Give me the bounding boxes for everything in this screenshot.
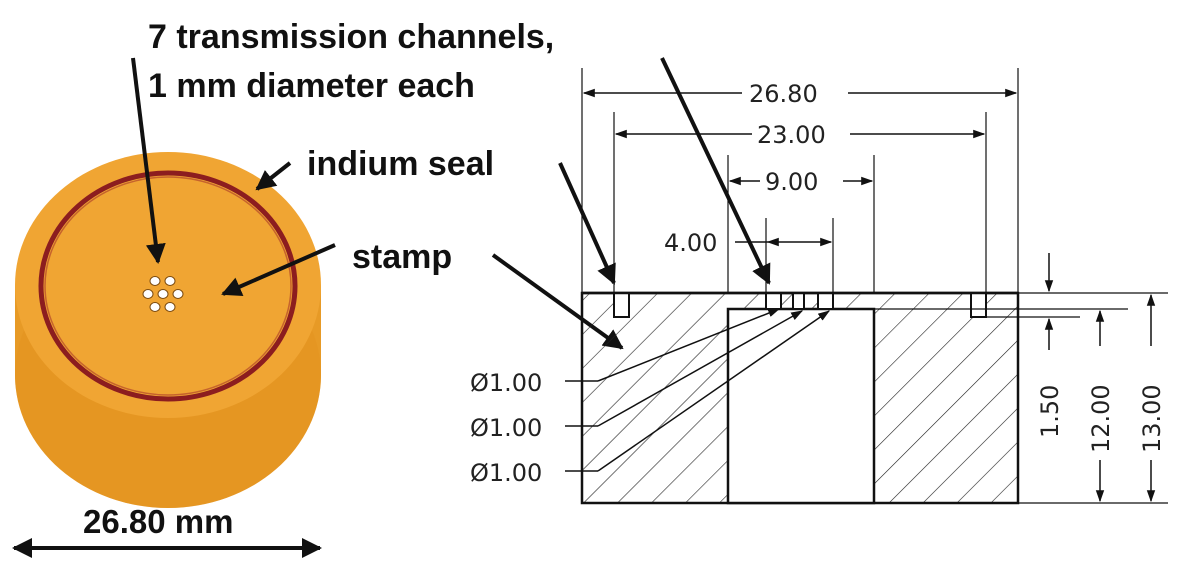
dim-1-50-label: 1.50 [1036, 385, 1064, 438]
dim-23-00-label: 23.00 [757, 121, 826, 149]
stamp-3d-render [15, 152, 321, 508]
stamp-cavity [726, 307, 876, 505]
channels-leader-render [131, 57, 166, 264]
channels-leader-section [660, 57, 771, 285]
dim-overall-width: 26.80 [582, 80, 1018, 108]
dim-seal-diameter: 23.00 [614, 121, 986, 149]
hole-diameter-callouts: Ø1.00 Ø1.00 Ø1.00 [470, 308, 830, 487]
channel-bore [792, 292, 805, 310]
channel-hole [164, 302, 176, 312]
channel-holes [142, 276, 184, 312]
channel-hole [149, 276, 161, 286]
channel-hole [157, 289, 169, 299]
channels-callout-line2: 1 mm diameter each [148, 67, 475, 105]
bottom-width-label: 26.80 mm [83, 503, 233, 540]
dim-4-00-label: 4.00 [664, 229, 717, 257]
dim-26-80-label: 26.80 [749, 80, 818, 108]
indium-seal-leader-section [558, 162, 616, 285]
channel-bore [765, 292, 782, 310]
channel-hole [149, 302, 161, 312]
hole-diameter-label-1: Ø1.00 [470, 369, 542, 397]
dim-12-00-label: 12.00 [1087, 384, 1115, 453]
indium-seal-ring-inner [44, 176, 292, 396]
dim-channel-depth: 1.50 [1036, 253, 1064, 438]
channel-hole [142, 289, 154, 299]
seal-groove [970, 292, 987, 318]
channel-bore [817, 292, 834, 310]
stamp-callout: stamp [352, 238, 452, 276]
indium-seal-callout: indium seal [307, 145, 494, 183]
dim-9-00-label: 9.00 [765, 168, 818, 196]
stamp-leader-render [221, 243, 336, 296]
channels-callout-line1: 7 transmission channels, [148, 18, 554, 56]
dim-stamp-height: 12.00 [1087, 309, 1115, 503]
dim-13-00-label: 13.00 [1138, 384, 1166, 453]
dim-stamp-width: 9.00 [728, 168, 874, 196]
indium-seal-ring [38, 170, 298, 402]
dim-total-height: 13.00 [1138, 293, 1166, 503]
seal-groove [613, 292, 630, 318]
indium-seal-leader-render [255, 161, 292, 191]
channel-hole [164, 276, 176, 286]
channel-hole [172, 289, 184, 299]
hole-diameter-label-3: Ø1.00 [470, 459, 542, 487]
cross-section [580, 291, 1020, 505]
extension-lines [581, 68, 1168, 504]
hole-diameter-label-2: Ø1.00 [470, 414, 542, 442]
dim-channel-spacing: 4.00 [664, 229, 833, 257]
